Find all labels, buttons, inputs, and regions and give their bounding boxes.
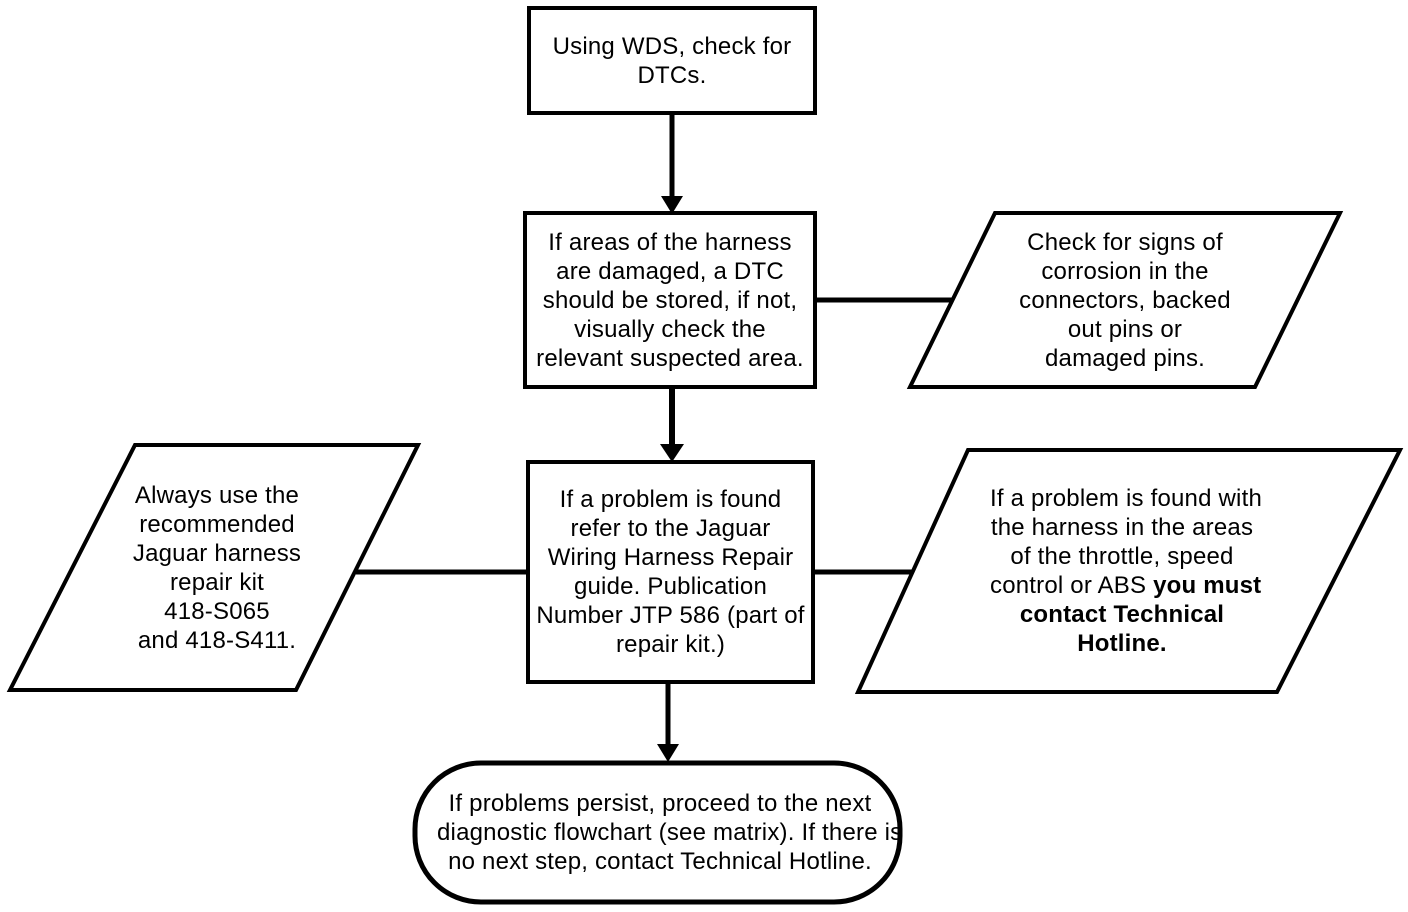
text-line: repair kit <box>169 568 265 596</box>
text-line: corrosion in the <box>1041 257 1209 285</box>
text-line: If areas of the harness <box>548 228 792 256</box>
text-line: guide. Publication <box>573 573 768 600</box>
text-line: the harness in the areas <box>990 514 1254 541</box>
text-line: no next step, contact Technical Hotline. <box>448 848 872 875</box>
node-persist-terminator-shape <box>412 760 903 905</box>
text-line: should be stored, if not, <box>542 286 798 314</box>
text-line: relevant suspected area. <box>536 344 804 372</box>
text-line-mixed: control or ABS you must <box>990 571 1261 600</box>
node-hotline-note-shape <box>854 448 1404 694</box>
node-repair-guide-shape <box>526 460 815 684</box>
text-line: diagnostic flowchart (see matrix). If th… <box>437 819 903 846</box>
text-segment-bold: you must <box>1153 572 1262 599</box>
node-hotline-note-text: If a problem is found with the harness i… <box>990 450 1263 692</box>
text-line: Using WDS, check for <box>552 32 792 60</box>
text-line: repair kit.) <box>615 631 726 658</box>
node-dtc-check-text: If areas of the harness are damaged, a D… <box>530 213 810 387</box>
text-line: If problems persist, proceed to the next <box>448 790 872 817</box>
arrow-repair-guide-to-terminator-head <box>657 744 679 762</box>
text-line: damaged pins. <box>1044 344 1206 372</box>
node-repair-kit-note-text: Always use the recommended Jaguar harnes… <box>97 445 337 690</box>
text-line: visually check the <box>574 315 766 343</box>
text-line: Check for signs of <box>1027 228 1223 256</box>
node-start-shape <box>527 6 817 115</box>
text-line: recommended <box>139 510 295 538</box>
text-segment-normal: control or ABS <box>990 572 1154 599</box>
text-line: DTCs. <box>637 61 707 89</box>
node-dtc-check-shape <box>523 211 817 389</box>
node-persist-terminator-text: If problems persist, proceed to the next… <box>437 763 903 902</box>
text-line: If a problem is found <box>559 486 782 513</box>
text-line: and 418-S411. <box>137 626 297 654</box>
text-line: Jaguar harness <box>132 539 302 567</box>
text-line: of the throttle, speed <box>1010 543 1234 570</box>
node-repair-kit-note-shape <box>6 443 422 692</box>
node-repair-guide-text: If a problem is found refer to the Jagua… <box>533 462 808 682</box>
text-line-bold: Hotline. <box>1077 630 1167 657</box>
arrow-start-to-dtc-check-head <box>661 196 683 214</box>
text-line: connectors, backed <box>1019 286 1231 314</box>
text-line: If a problem is found with <box>990 485 1263 512</box>
text-line: out pins or <box>1067 315 1183 343</box>
text-line-bold: contact Technical <box>1019 601 1225 628</box>
arrow-dtc-check-to-repair-guide-head <box>660 444 684 462</box>
node-corrosion-note-text: Check for signs of corrosion in the conn… <box>1005 213 1245 387</box>
text-line: 418-S065 <box>164 597 270 625</box>
text-line: Wiring Harness Repair <box>547 544 794 571</box>
text-line: are damaged, a DTC <box>556 257 784 285</box>
node-start-text: Using WDS, check for DTCs. <box>539 8 805 113</box>
node-corrosion-note-shape <box>906 211 1344 389</box>
text-line: Number JTP 586 (part of <box>536 602 805 629</box>
text-line: refer to the Jaguar <box>570 515 771 542</box>
text-line: Always use the <box>134 481 300 509</box>
